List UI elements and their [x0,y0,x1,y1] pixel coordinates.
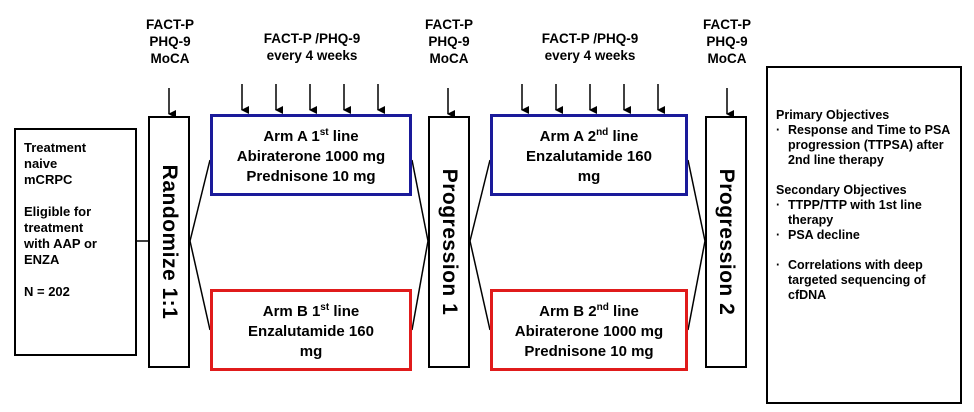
arm-drug: Enzalutamide 160 [526,148,652,165]
assessment-label: FACT-P /PHQ-9 [263,31,361,46]
population-text: mCRPC [24,172,73,187]
assessment-label: FACT-P /PHQ-9 [541,31,639,46]
arm-b-first-line: Arm B 1st line Enzalutamide 160 mg [210,289,412,371]
assessment-label: every 4 weeks [544,48,636,63]
progression1-assessments: FACT-P PHQ-9 MoCA [409,16,489,67]
population-text: naive [24,156,58,171]
objective-text: Correlations with deep targeted sequenci… [788,258,926,302]
primary-objective-item: · Response and Time to PSA progression (… [776,123,952,168]
progression-to-arm-a2-line [469,159,491,242]
objective-text: PSA decline [788,228,860,242]
arm-a-first-line: Arm A 1st line Abiraterone 1000 mg Predn… [210,114,412,196]
progression2-label: Progression 2 [715,168,738,316]
randomize-label: Randomize 1:1 [158,164,181,320]
assessment-label: MoCA [707,51,747,66]
assessment-label: FACT-P [145,17,194,32]
objectives-box: Primary Objectives · Response and Time t… [766,66,962,404]
secondary-objective-item: · Correlations with deep targeted sequen… [776,258,952,303]
assessment-label: PHQ-9 [706,34,748,49]
arm-title: Arm A 1st line [263,127,359,145]
population-box: Treatment naive mCRPC Eligible for treat… [14,128,137,356]
population-text: Treatment [24,140,87,155]
assessment-label: MoCA [150,51,190,66]
randomize-to-arm-b-line [189,240,211,331]
arm-drug: mg [299,343,323,360]
arm-drug: Prednisone 10 mg [246,168,376,185]
arm-title: Arm B 1st line [262,302,360,320]
arm-a2-to-progression-line [687,159,706,242]
progression1-label: Progression 1 [438,168,461,316]
bullet-icon: · [776,123,781,137]
arm-drug: Abiraterone 1000 mg [236,148,386,165]
arm-drug: Abiraterone 1000 mg [514,323,664,340]
progression2-assessments: FACT-P PHQ-9 MoCA [687,16,767,67]
baseline-assessments: FACT-P PHQ-9 MoCA [130,16,210,67]
randomize-box: Randomize 1:1 [148,116,190,368]
arm-drug: Prednisone 10 mg [524,343,654,360]
arm-b1-to-progression-line [411,240,429,331]
population-text: with AAP or [24,236,97,251]
arm-title: Arm B 2nd line [539,302,639,320]
assessment-label: every 4 weeks [266,48,358,63]
assessment-label: FACT-P [424,17,473,32]
arm-a1-to-progression-line [411,159,429,242]
population-text: treatment [24,220,84,235]
bullet-icon: · [776,198,781,212]
arm-b2-to-progression-line [687,240,706,331]
bullet-icon: · [776,228,781,242]
assessment-label: PHQ-9 [428,34,470,49]
line1-periodic-assessments: FACT-P /PHQ-9 every 4 weeks [222,30,402,64]
sample-size: N = 202 [24,284,70,299]
arm-drug: Enzalutamide 160 [248,323,374,340]
population-text: Eligible for [24,204,92,219]
arm-title: Arm A 2nd line [539,127,639,145]
arm-a-second-line: Arm A 2nd line Enzalutamide 160 mg [490,114,688,196]
arm-b-second-line: Arm B 2nd line Abiraterone 1000 mg Predn… [490,289,688,371]
progression-to-arm-b2-line [469,240,491,331]
objective-text: Response and Time to PSA progression (TT… [788,123,950,167]
randomize-to-arm-a-line [189,159,211,242]
population-text: ENZA [24,252,60,267]
secondary-objectives-title: Secondary Objectives [776,183,907,197]
objective-text: TTPP/TTP with 1st line therapy [788,198,922,227]
arm-drug: mg [577,168,601,185]
progression1-box: Progression 1 [428,116,470,368]
assessment-label: FACT-P [702,17,751,32]
assessment-label: PHQ-9 [149,34,191,49]
line2-periodic-assessments: FACT-P /PHQ-9 every 4 weeks [500,30,680,64]
secondary-objective-item: · TTPP/TTP with 1st line therapy [776,198,952,228]
secondary-objective-item: · PSA decline [776,228,952,243]
primary-objectives-title: Primary Objectives [776,108,890,122]
progression2-box: Progression 2 [705,116,747,368]
assessment-label: MoCA [429,51,469,66]
bullet-icon: · [776,258,781,272]
